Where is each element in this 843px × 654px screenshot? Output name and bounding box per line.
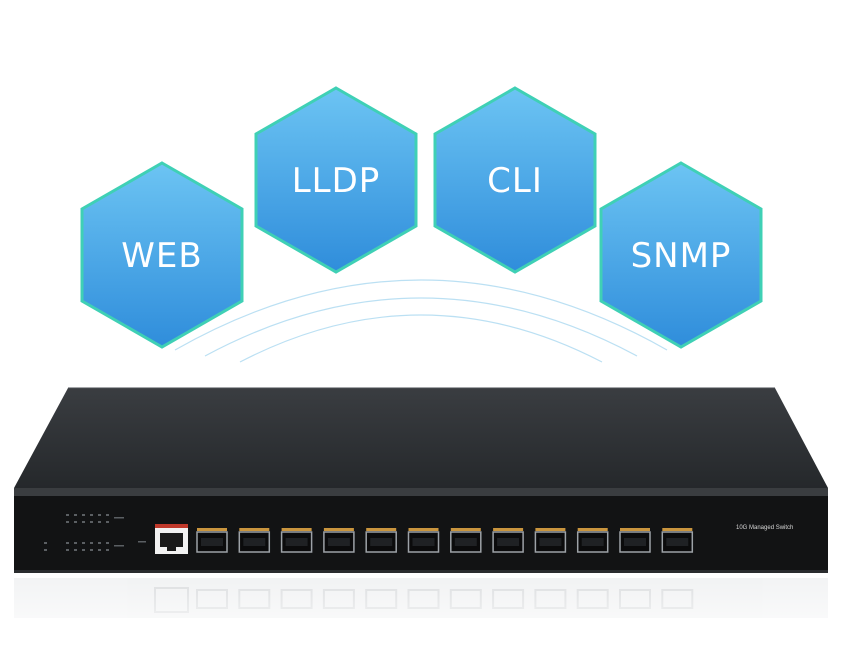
sfp-cage-icon: [323, 528, 355, 553]
sfp-port-row: [196, 528, 694, 553]
sfp-cage-icon: [238, 528, 271, 553]
sfp-cage-icon: [492, 528, 524, 553]
hexagon-lldp: LLDP: [254, 86, 418, 274]
switch-front-bevel: [14, 488, 828, 496]
sfp-cage-icon: [619, 528, 651, 553]
hexagon-web: WEB: [80, 161, 244, 349]
hexagon-snmp-label: SNMP: [631, 236, 732, 276]
sfp-cage-icon: [534, 528, 567, 553]
hexagon-lldp-label: LLDP: [292, 161, 381, 201]
hexagon-web-label: WEB: [121, 236, 202, 276]
sfp-cage-icon: [450, 528, 482, 553]
network-switch: 10G Managed Switch: [0, 387, 843, 654]
wifi-arcs-icon: [174, 279, 668, 363]
sfp-cage-icon: [365, 528, 397, 553]
sfp-cage-icon: [280, 528, 313, 553]
status-led-panel: [44, 514, 146, 551]
sfp-cage-icon: [576, 528, 609, 553]
switch-top-panel: [14, 388, 828, 488]
sfp-cage-icon: [661, 528, 694, 553]
hexagon-snmp: SNMP: [599, 161, 763, 349]
sfp-cage-icon: [196, 528, 228, 553]
rj45-console-port-icon: [155, 524, 188, 554]
sfp-cage-icon: [407, 528, 440, 553]
hexagon-cli-label: CLI: [487, 161, 543, 201]
switch-model-label: 10G Managed Switch: [736, 525, 793, 531]
hexagon-cli: CLI: [433, 86, 597, 274]
